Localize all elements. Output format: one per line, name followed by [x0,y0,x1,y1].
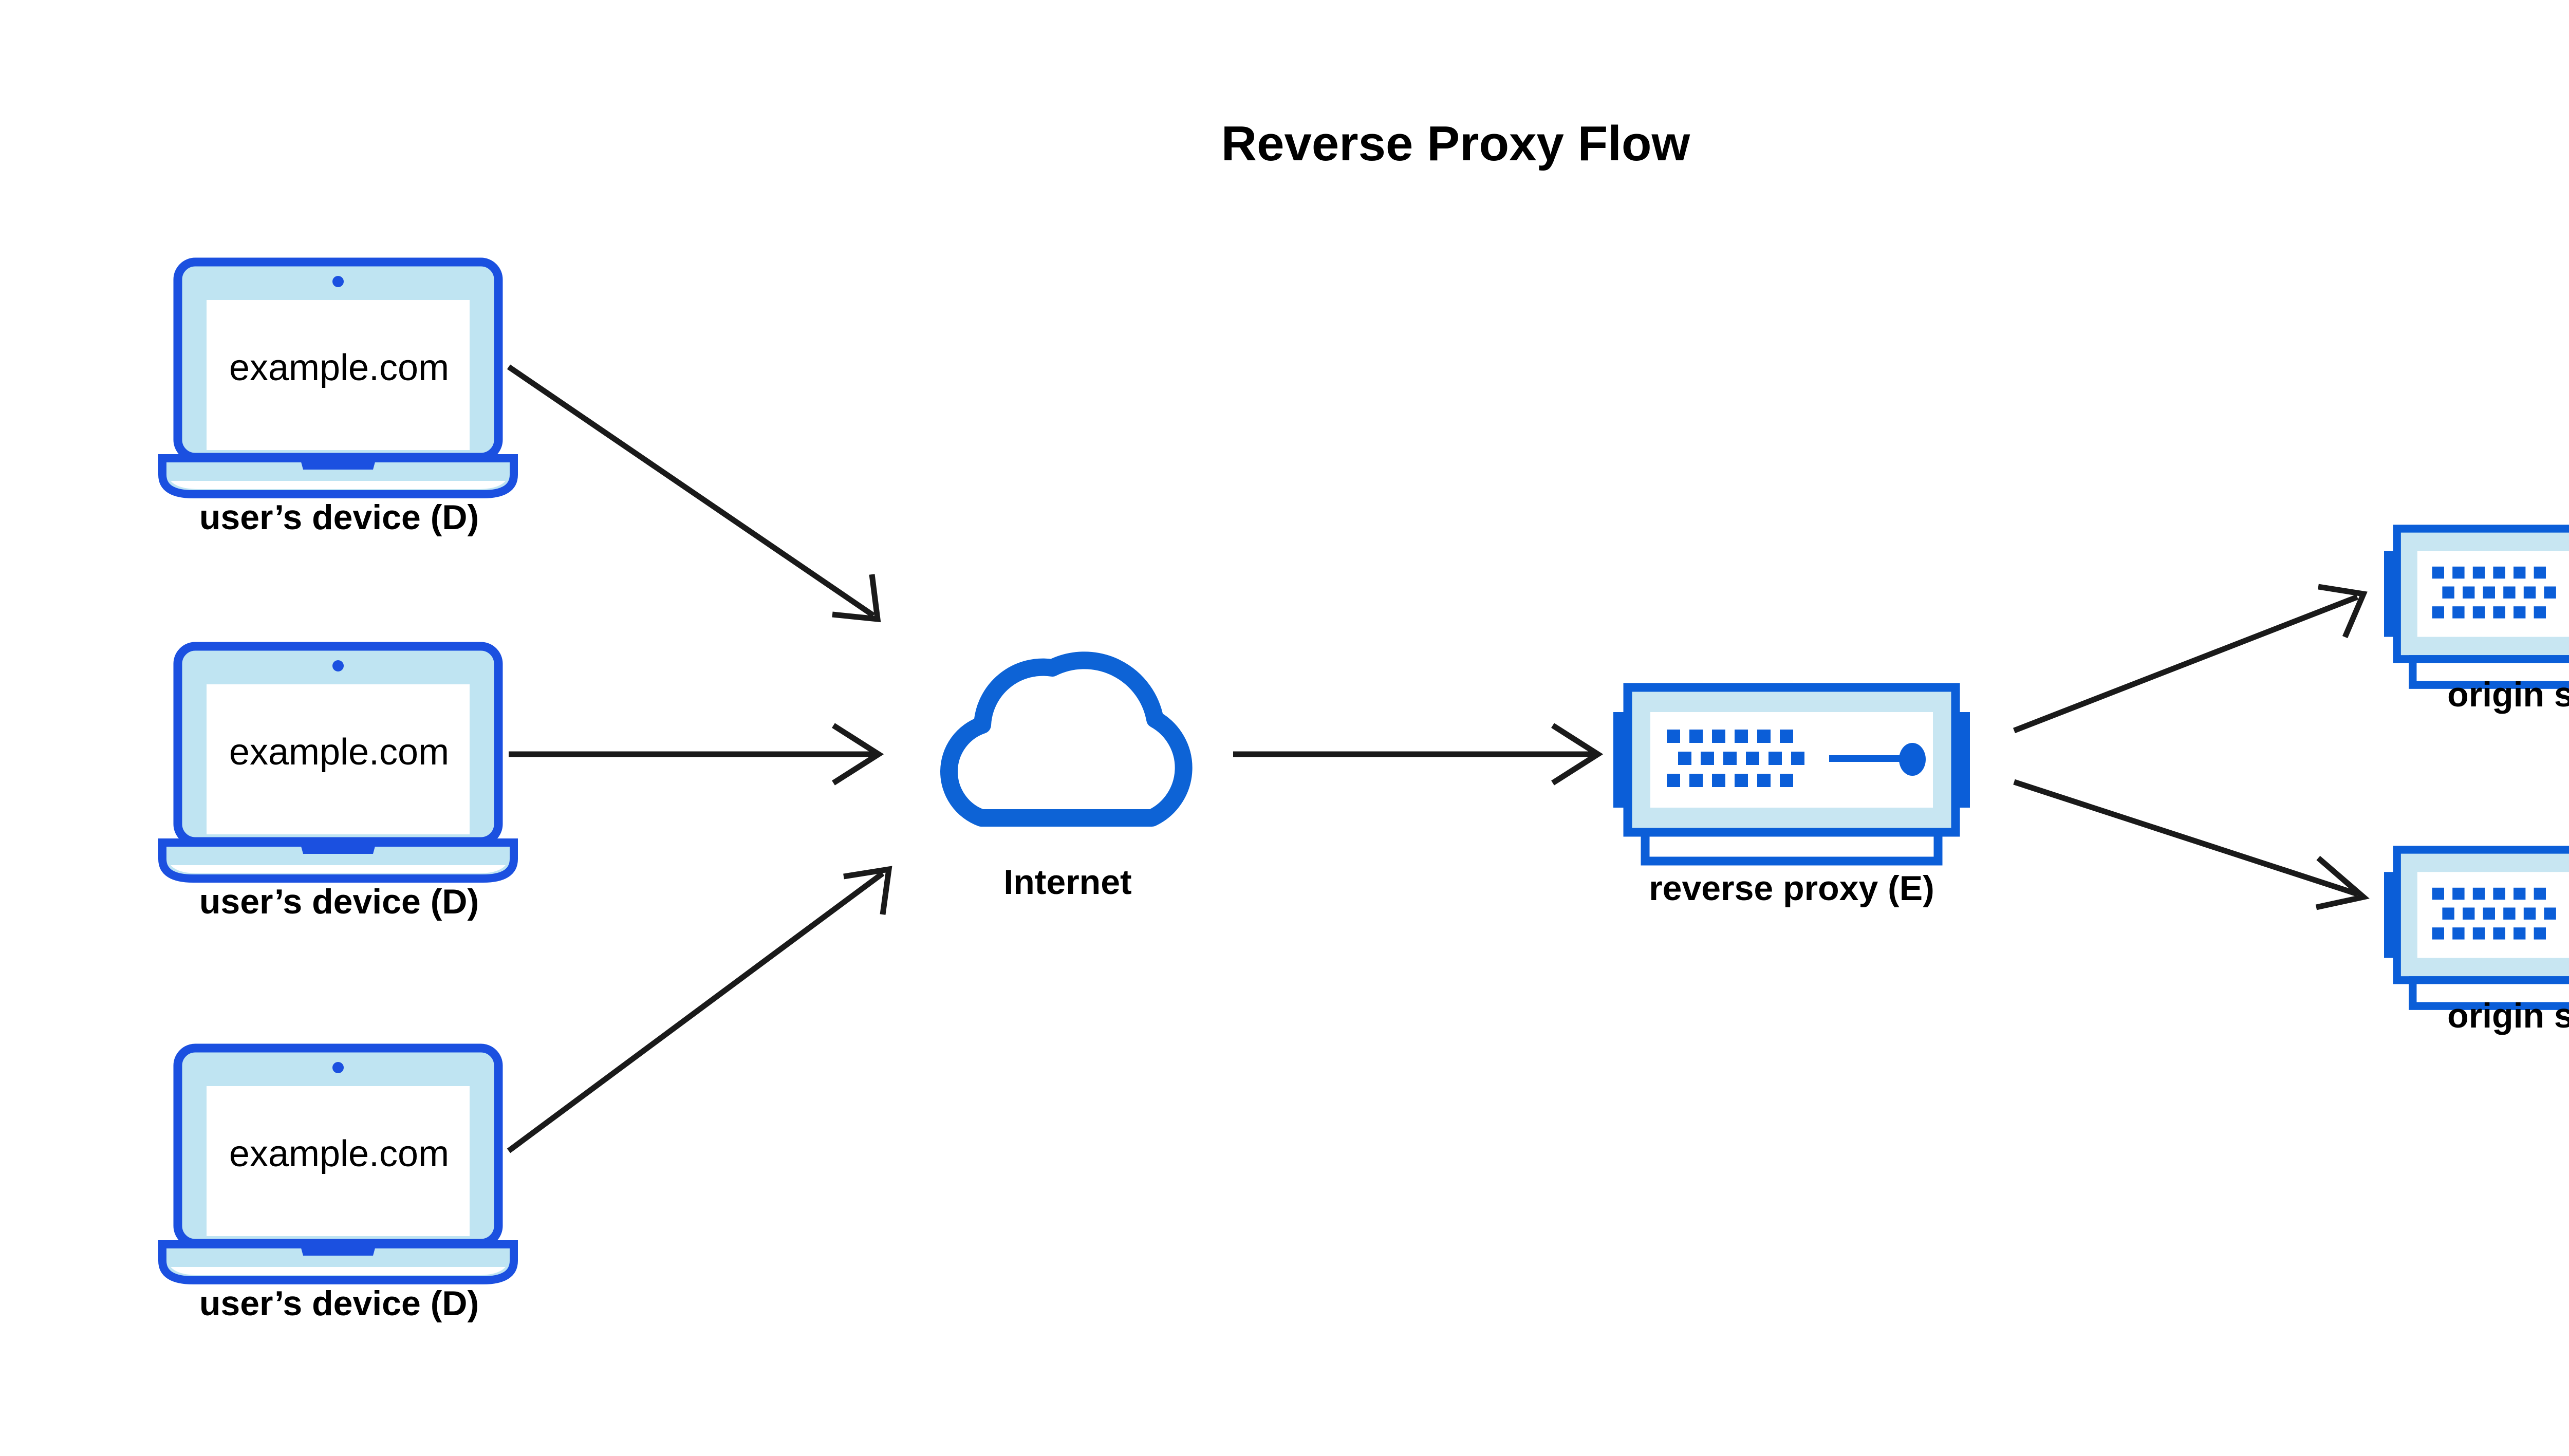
edge-device3-internet [507,866,892,1153]
node-user-device-2[interactable]: example.com user’s device (D) [162,646,514,921]
node-label-user-device-3: user’s device (D) [199,1284,479,1323]
edge-device2-internet [509,723,884,786]
node-origin-server-2[interactable]: origin server (F) [2384,850,2569,1035]
node-label-internet: Internet [1003,863,1131,902]
edge-device1-internet [507,364,881,623]
edge-group [507,364,2370,1153]
device-screen-url: example.com [229,1133,449,1174]
server-icon [1613,687,1970,861]
node-label-origin-server-1: origin server (F) [2447,675,2569,714]
node-reverse-proxy[interactable]: reverse proxy (E) [1613,687,1970,908]
node-origin-server-1[interactable]: origin server (F) [2384,529,2569,714]
node-user-device-3[interactable]: example.com user’s device (D) [162,1048,514,1323]
node-internet[interactable]: Internet [949,660,1184,902]
edge-internet-proxy [1233,723,1604,786]
node-label-origin-server-2: origin server (F) [2447,996,2569,1035]
server-icon [2384,529,2569,685]
edge-proxy-origin2 [2013,779,2370,910]
page-title: Reverse Proxy Flow [1221,116,1690,171]
node-label-user-device-1: user’s device (D) [199,498,479,537]
node-label-user-device-2: user’s device (D) [199,882,479,921]
node-user-device-1[interactable]: example.com user’s device (D) [162,262,514,537]
device-screen-url: example.com [229,347,449,388]
device-screen-url: example.com [229,732,449,773]
edge-proxy-origin1 [2013,584,2368,734]
server-icon [2384,850,2569,1006]
node-label-reverse-proxy: reverse proxy (E) [1649,869,1934,908]
